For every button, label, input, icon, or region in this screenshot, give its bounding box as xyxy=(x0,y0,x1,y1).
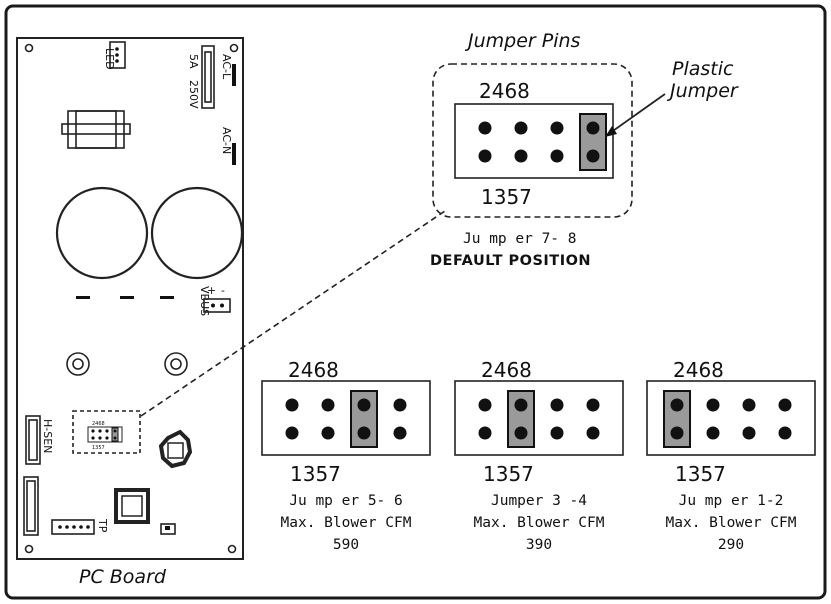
default-jumper-label: Ju mp er 7- 8 xyxy=(463,231,577,247)
jumper-pin xyxy=(586,398,600,412)
ac-l-label: AC-L xyxy=(220,54,233,80)
jumper-pin xyxy=(393,426,407,440)
option-jumper-label: Jumper 3 -4 xyxy=(491,493,587,509)
option-cfm-value: 590 xyxy=(333,537,359,553)
jumper-pin xyxy=(285,398,299,412)
jumper-pin xyxy=(706,426,720,440)
callout-leader xyxy=(140,210,446,417)
default-position-label: DEFAULT POSITION xyxy=(430,253,591,269)
default-jumper-header xyxy=(454,103,614,179)
jumper-pin xyxy=(550,121,564,135)
jumper-pin xyxy=(586,149,600,163)
plastic-jumper-arrow xyxy=(609,93,666,134)
option-jumper-label: Ju mp er 1-2 xyxy=(679,493,784,509)
tp-label: TP xyxy=(96,518,109,533)
option-top-label: 2468 xyxy=(673,358,724,382)
ic-chip xyxy=(158,429,193,469)
led-connector xyxy=(109,41,126,69)
option-bottom-label: 1357 xyxy=(483,462,534,486)
fuse-holder xyxy=(201,45,215,109)
jumper-pin xyxy=(357,398,371,412)
jumper-pin xyxy=(393,398,407,412)
jumper-pin xyxy=(742,426,756,440)
jumper-pin xyxy=(550,149,564,163)
ac-n-terminal xyxy=(232,143,236,165)
pc-board-label: PC Board xyxy=(79,566,167,588)
jumper-pin xyxy=(742,398,756,412)
jumper-pin xyxy=(514,121,528,135)
standoff xyxy=(66,352,90,376)
option-bottom-label: 1357 xyxy=(290,462,341,486)
option-jumper-label: Ju mp er 5- 6 xyxy=(289,493,403,509)
default-callout-border xyxy=(432,63,633,218)
jumper-pin xyxy=(321,426,335,440)
capacitor xyxy=(150,186,244,280)
jumper-pin xyxy=(321,398,335,412)
led-label: LED xyxy=(103,48,116,70)
jumper-pin xyxy=(778,398,792,412)
h-sen-label: H-SEN xyxy=(41,419,54,453)
plastic-jumper-label-2: Jumper xyxy=(666,80,739,102)
jumper-pin xyxy=(285,426,299,440)
jumper-pin xyxy=(514,426,528,440)
mounting-hole xyxy=(229,43,239,53)
option-cfm-value: 290 xyxy=(718,537,744,553)
jumper-pin xyxy=(478,426,492,440)
jumper-pin xyxy=(670,426,684,440)
small-connector xyxy=(160,523,176,535)
jumper-pin xyxy=(706,398,720,412)
arrow-head-icon xyxy=(605,126,617,137)
jumper-pin xyxy=(357,426,371,440)
side-connector xyxy=(23,476,39,536)
option-cfm-label: Max. Blower CFM xyxy=(281,515,412,531)
option-cfm-value: 390 xyxy=(526,537,552,553)
vbus-connector xyxy=(203,298,231,313)
jumper-option: 2468 1357 Ju mp er 5- 6 Max. Blower CFM 590 xyxy=(261,358,431,553)
option-top-label: 2468 xyxy=(288,358,339,382)
mounting-hole xyxy=(24,544,34,554)
mini-top-label: 2468 xyxy=(92,421,105,427)
vbus-minus-label: - xyxy=(221,284,225,297)
option-cfm-label: Max. Blower CFM xyxy=(666,515,797,531)
jumper-pin xyxy=(478,398,492,412)
capacitor xyxy=(55,186,149,280)
pin-header xyxy=(261,380,431,456)
jumper-pin xyxy=(670,398,684,412)
default-top-label: 2468 xyxy=(479,79,530,103)
jumper-pin xyxy=(514,398,528,412)
ac-l-terminal xyxy=(232,64,236,86)
vbus-plus-label: + xyxy=(207,284,216,297)
jumper-pin xyxy=(586,426,600,440)
jumper-pin xyxy=(778,426,792,440)
fuse-voltage-label: 250V xyxy=(187,80,200,109)
option-bottom-label: 1357 xyxy=(675,462,726,486)
ac-n-label: AC-N xyxy=(220,127,233,154)
jumper-pin xyxy=(478,121,492,135)
default-bottom-label: 1357 xyxy=(481,185,532,209)
jumper-pin xyxy=(550,398,564,412)
board-jumper-area xyxy=(72,410,141,454)
option-top-label: 2468 xyxy=(481,358,532,382)
pc-board: LED 250V 5A AC-L AC-N VBUS + - xyxy=(16,37,244,560)
mounting-hole xyxy=(227,544,237,554)
pin-header xyxy=(454,380,624,456)
jumper-pin xyxy=(550,426,564,440)
plastic-jumper-label-1: Plastic xyxy=(672,58,734,80)
jumper-pin xyxy=(514,149,528,163)
mounting-hole xyxy=(24,43,34,53)
jumper-pins-title: Jumper Pins xyxy=(464,30,581,52)
h-sen-connector xyxy=(25,415,41,465)
jumper-pin xyxy=(478,149,492,163)
tp-connector xyxy=(51,519,95,535)
fuse-current-label: 5A xyxy=(187,54,200,69)
option-cfm-label: Max. Blower CFM xyxy=(474,515,605,531)
microcontroller xyxy=(114,488,150,524)
jumper-pin xyxy=(586,121,600,135)
standoff xyxy=(164,352,188,376)
mini-bottom-label: 1357 xyxy=(92,445,105,451)
